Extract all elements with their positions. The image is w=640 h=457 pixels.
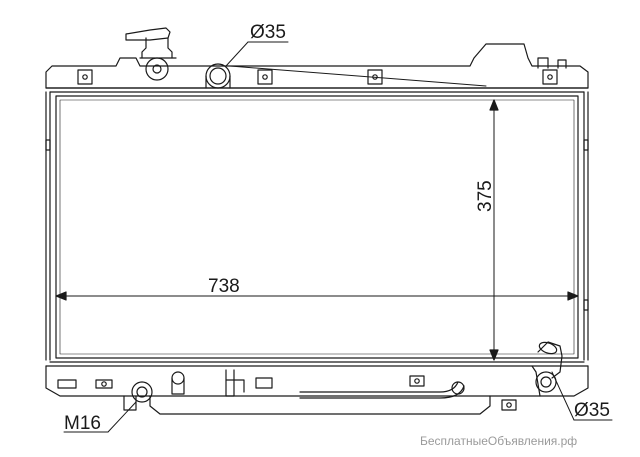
outlet-pipe-icon (531, 341, 563, 397)
width-dimension (55, 291, 579, 301)
width-label: 738 (208, 276, 240, 297)
drain-plug-icon (131, 381, 153, 403)
drain-thread-label: M16 (64, 413, 101, 434)
radiator-core (45, 91, 589, 361)
height-label: 375 (475, 180, 496, 212)
inlet-pipe-icon (205, 63, 231, 89)
bottom-tank (45, 361, 589, 415)
inlet-diameter-label: Ø35 (250, 22, 286, 43)
outlet-diameter-label: Ø35 (574, 400, 610, 421)
top-tank (45, 43, 589, 93)
watermark: БесплатныеОбъявления.рф (420, 434, 578, 448)
radiator-cap-icon (125, 27, 177, 81)
leader-lines (63, 41, 613, 433)
height-dimension (489, 99, 499, 361)
